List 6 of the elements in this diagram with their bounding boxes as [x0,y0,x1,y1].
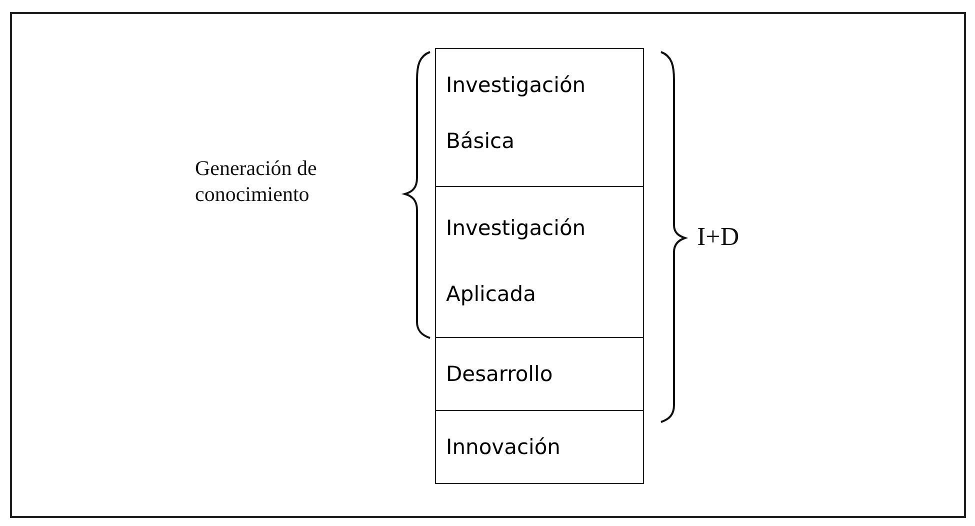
stage-box: Innovación [435,410,644,484]
brace-label: Generación de conocimiento [195,155,318,207]
stage-box: Investigación Básica [435,48,644,187]
stage-box: Desarrollo [435,337,644,411]
stage-box: Investigación Aplicada [435,186,644,338]
brace-label: I+D [697,222,740,252]
